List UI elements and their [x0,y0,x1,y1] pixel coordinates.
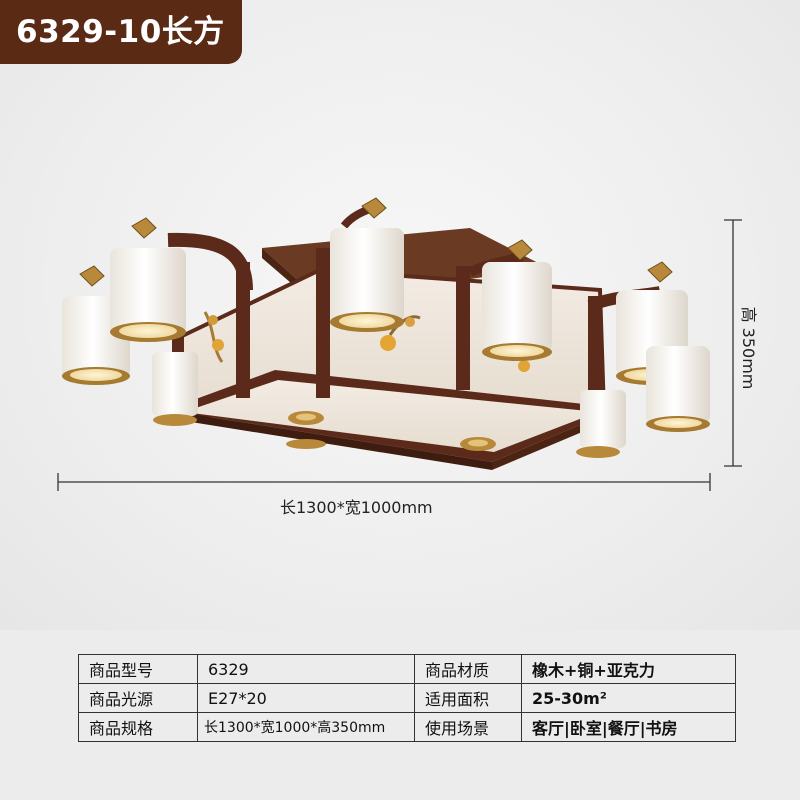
spec-label: 适用面积 [414,683,522,713]
width-dimension-label: 长1300*宽1000mm [280,498,433,517]
spec-table: 商品型号 6329 商品材质 橡木+铜+亚克力 商品光源 E27*20 适用面积… [78,654,736,742]
width-dimension-line [57,473,711,491]
model-badge: 6329-10长方 [0,0,242,64]
spec-value: 6329 [197,654,415,684]
spec-value: 25-30m² [521,683,736,713]
height-dimension-line [724,219,742,467]
chandelier-image [57,197,742,491]
painted-decoration [203,311,530,372]
spec-label: 商品型号 [78,654,198,684]
model-badge-text: 6329-10长方 [16,14,225,50]
spec-label: 商品材质 [414,654,522,684]
table-row: 商品型号 6329 商品材质 橡木+铜+亚克力 [78,654,736,684]
table-row: 商品规格 长1300*宽1000*高350mm 使用场景 客厅|卧室|餐厅|书房 [78,712,736,742]
spec-label: 商品光源 [78,683,198,713]
spec-label: 使用场景 [414,712,522,742]
spec-value: 长1300*宽1000*高350mm [197,712,415,742]
spec-value: E27*20 [197,683,415,713]
table-row: 商品光源 E27*20 适用面积 25-30m² [78,683,736,713]
height-dimension-label: 高 350mm [739,306,758,390]
lamp-shades [62,228,710,458]
spec-value: 客厅|卧室|餐厅|书房 [521,712,736,742]
spec-label: 商品规格 [78,712,198,742]
spec-value: 橡木+铜+亚克力 [521,654,736,684]
